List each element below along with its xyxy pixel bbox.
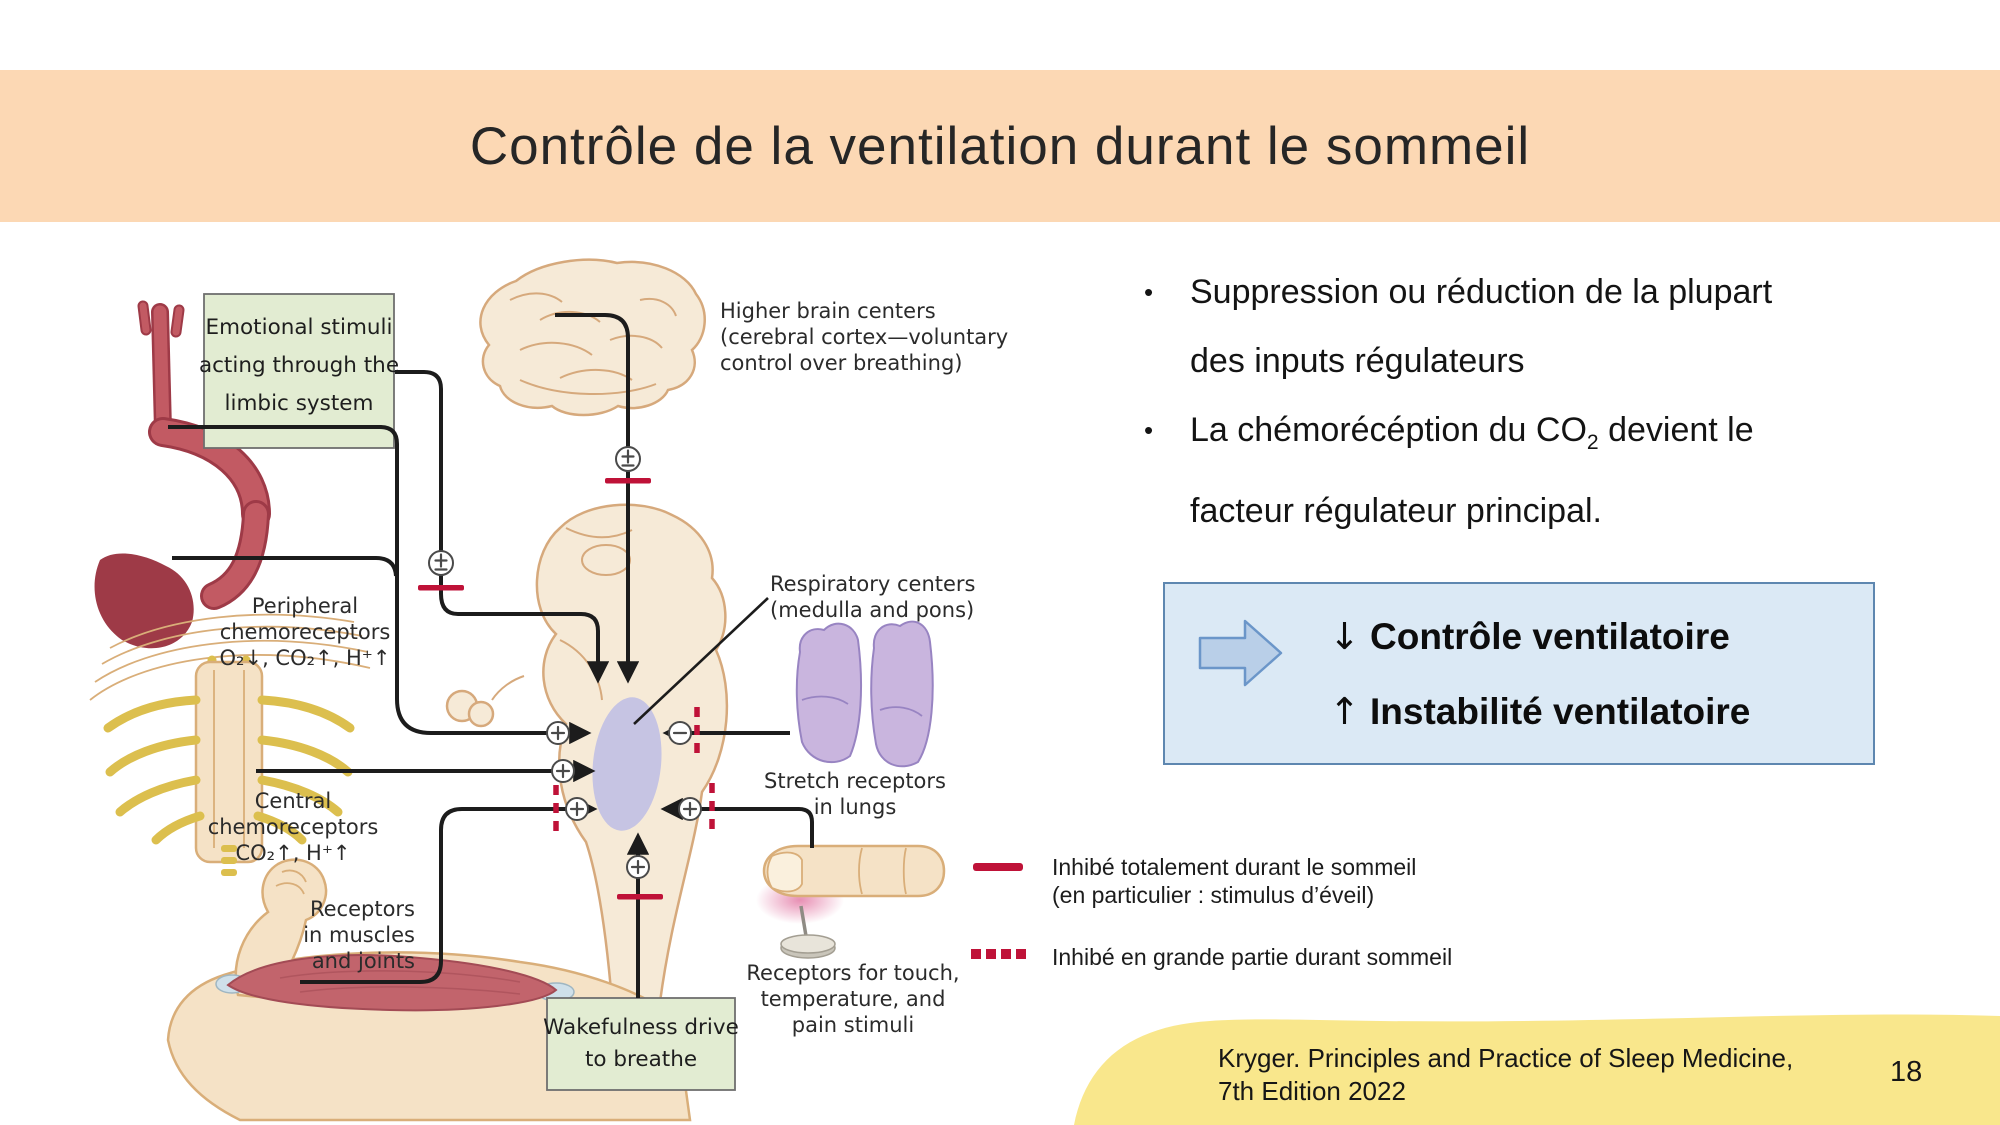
touch-receptors-label: Receptors for touch, bbox=[746, 961, 959, 985]
svg-text:temperature, and: temperature, and bbox=[761, 987, 946, 1011]
plus-minus-icon bbox=[614, 445, 642, 473]
pin-disc bbox=[780, 934, 836, 954]
title-band: Contrôle de la ventilation durant le som… bbox=[0, 70, 2000, 222]
svg-text:(medulla and pons): (medulla and pons) bbox=[770, 598, 974, 622]
footer-shape bbox=[1074, 1014, 2000, 1125]
up-arrow-icon: ↑ bbox=[1329, 690, 1361, 733]
right-block-arrow-icon bbox=[1198, 619, 1283, 687]
bullet-item: • Suppression ou réduction de la plupart… bbox=[1118, 258, 1978, 396]
down-arrow-icon: ↓ bbox=[1329, 615, 1361, 658]
aorta-illustration bbox=[94, 300, 271, 649]
svg-text:control over breathing): control over breathing) bbox=[720, 351, 962, 375]
pathway-muscles bbox=[300, 797, 598, 984]
solid-inhibit-emotional bbox=[418, 585, 464, 591]
legend-solid-line-icon bbox=[973, 863, 1023, 871]
respiratory-center-oval bbox=[592, 697, 662, 831]
citation: Kryger. Principles and Practice of Sleep… bbox=[1218, 1043, 1794, 1106]
svg-text:acting through the: acting through the bbox=[199, 353, 399, 378]
svg-text:CO₂↑, H⁺↑: CO₂↑, H⁺↑ bbox=[235, 841, 350, 865]
stretch-receptors-label: Stretch receptors bbox=[764, 769, 946, 793]
conclusion-callout-box: ↓Contrôle ventilatoire ↑Instabilité vent… bbox=[1163, 582, 1875, 765]
plus-icon bbox=[677, 796, 703, 822]
solid-inhibit-higher-brain bbox=[605, 478, 651, 484]
brain-illustration bbox=[479, 258, 706, 417]
solid-inhibit-wakefulness bbox=[617, 894, 663, 900]
muscle-receptors-label: Receptors bbox=[310, 897, 415, 921]
svg-text:in muscles: in muscles bbox=[303, 923, 415, 947]
svg-text:pain stimuli: pain stimuli bbox=[792, 1013, 914, 1037]
brainstem-illustration bbox=[445, 503, 729, 1004]
higher-brain-label: Higher brain centers bbox=[720, 299, 936, 323]
svg-text:limbic system: limbic system bbox=[225, 391, 374, 416]
diagram-labels: Higher brain centers (cerebral cortex—vo… bbox=[208, 299, 1009, 1037]
callout-line-1: ↓Contrôle ventilatoire bbox=[1329, 615, 1730, 658]
emotional-stimuli-label: Emotional stimuli bbox=[206, 315, 393, 340]
wakefulness-drive-box bbox=[546, 997, 736, 1091]
pathway-touch bbox=[660, 797, 814, 848]
svg-text:in lungs: in lungs bbox=[814, 795, 897, 819]
plus-minus-icon bbox=[427, 549, 455, 577]
svg-text:O₂↓, CO₂↑, H⁺↑: O₂↓, CO₂↑, H⁺↑ bbox=[220, 646, 391, 670]
svg-text:chemoreceptors: chemoreceptors bbox=[208, 815, 379, 839]
emotional-stimuli-box bbox=[203, 293, 395, 449]
svg-text:and joints: and joints bbox=[312, 949, 415, 973]
page-title: Contrôle de la ventilation durant le som… bbox=[469, 116, 1531, 176]
svg-text:(cerebral cortex—voluntary: (cerebral cortex—voluntary bbox=[720, 325, 1008, 349]
bullet-list: • Suppression ou réduction de la plupart… bbox=[1118, 258, 1978, 546]
svg-text:chemoreceptors: chemoreceptors bbox=[220, 620, 391, 644]
plus-icon bbox=[625, 854, 651, 880]
respiratory-pointer-line bbox=[633, 597, 769, 725]
plus-icon bbox=[545, 720, 571, 746]
inhibition-marks bbox=[418, 478, 715, 900]
peripheral-chemoreceptors-label: Peripheral bbox=[252, 594, 358, 618]
fingernail bbox=[766, 851, 803, 893]
bullet-marker: • bbox=[1144, 415, 1154, 445]
legend-swatches bbox=[971, 863, 1026, 959]
page-number: 18 bbox=[1890, 1056, 1923, 1088]
bullet-text: La chémorécéption du CO2 devient le fact… bbox=[1190, 411, 1754, 530]
wakefulness-drive-label: Wakefulness drive bbox=[543, 1015, 739, 1040]
pathway-higher-brain bbox=[555, 313, 640, 684]
legend-dotted-text: Inhibé en grande partie durant sommeil bbox=[1052, 944, 1453, 970]
lungs-illustration bbox=[795, 620, 934, 768]
legend-dotted-line-icon bbox=[971, 949, 1026, 959]
bullet-text: Suppression ou réduction de la plupart d… bbox=[1190, 273, 1773, 380]
legend-solid-text: Inhibé totalement durant le sommeil (en … bbox=[1052, 854, 1417, 908]
footer-yellow-swoosh bbox=[1074, 1014, 2000, 1125]
bullet-marker: • bbox=[1144, 277, 1154, 307]
minus-icon bbox=[667, 720, 693, 746]
callout-line-2: ↑Instabilité ventilatoire bbox=[1329, 690, 1751, 733]
finger-illustration bbox=[756, 844, 946, 959]
pathway-peripheral bbox=[168, 425, 592, 745]
plus-icon bbox=[550, 758, 576, 784]
respiratory-centers-label: Respiratory centers bbox=[770, 572, 976, 596]
pathway-emotional bbox=[395, 370, 610, 684]
plus-icon bbox=[564, 796, 590, 822]
pathway-aortic bbox=[172, 556, 398, 577]
svg-text:to breathe: to breathe bbox=[585, 1047, 697, 1072]
bullet-item: • La chémorécéption du CO2 devient le fa… bbox=[1118, 396, 1978, 546]
central-chemoreceptors-label: Central bbox=[255, 789, 331, 813]
spinal-cord-illustration bbox=[89, 613, 371, 876]
